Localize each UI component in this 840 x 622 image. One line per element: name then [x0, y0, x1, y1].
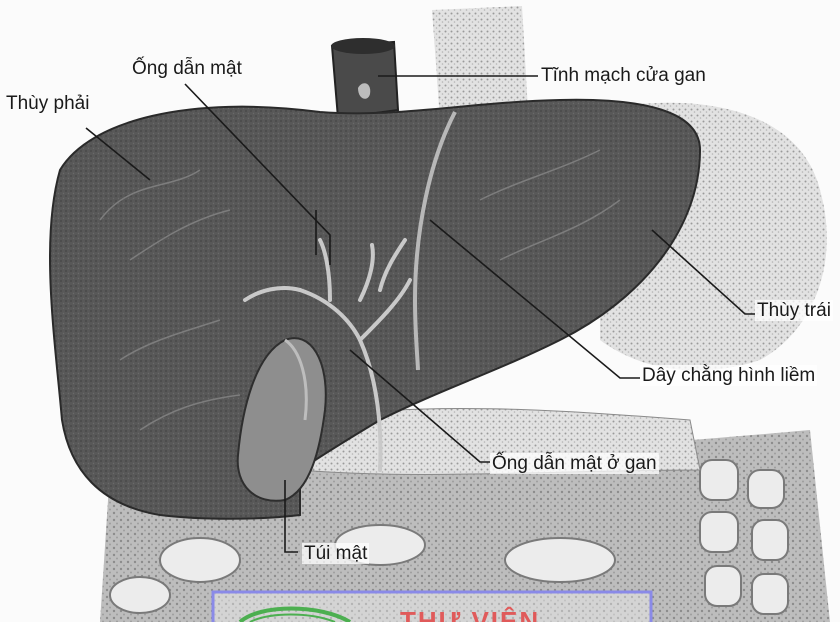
- label-falciform-ligament: Dây chằng hình liềm: [640, 365, 817, 386]
- label-hepatic-bile-duct: Ống dẫn mật ở gan: [490, 453, 659, 474]
- label-left-lobe: Thùy trái: [755, 300, 833, 321]
- watermark-text: THƯ VIỆN: [400, 606, 540, 622]
- label-portal-vein: Tĩnh mạch cửa gan: [541, 66, 706, 85]
- label-gallbladder: Túi mật: [302, 543, 369, 564]
- label-right-lobe: Thùy phải: [6, 94, 89, 113]
- label-bile-duct: Ống dẫn mật: [132, 59, 242, 78]
